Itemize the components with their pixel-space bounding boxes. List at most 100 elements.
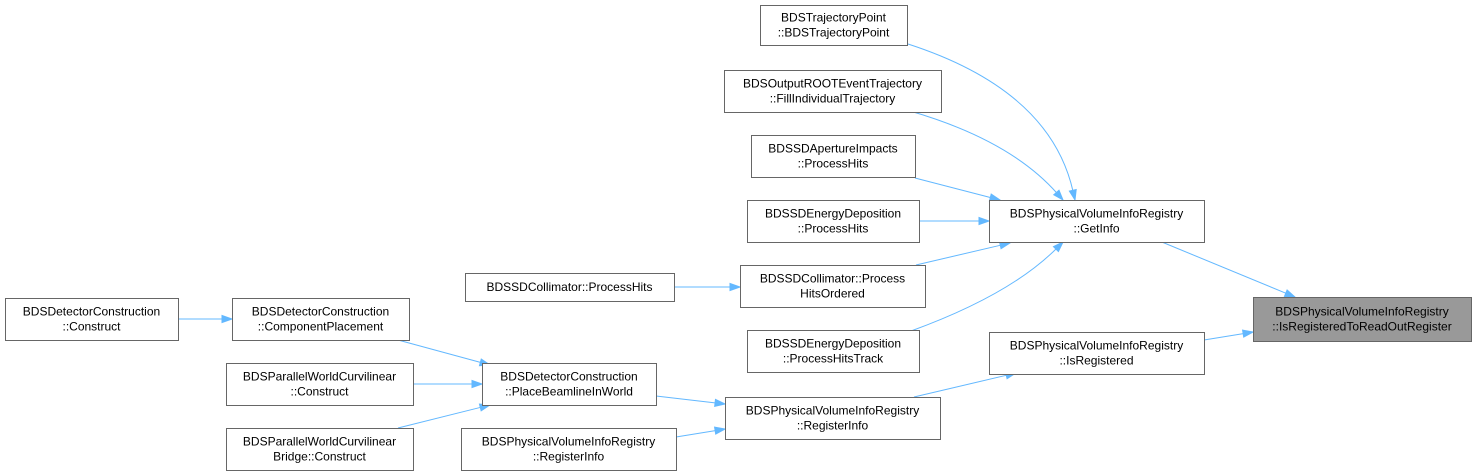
node-label-line: ::ProcessHits (798, 222, 869, 236)
node-place-beamline[interactable]: BDSDetectorConstruction::PlaceBeamlineIn… (482, 363, 657, 406)
node-get-info[interactable]: BDSPhysicalVolumeInfoRegistry::GetInfo (989, 200, 1205, 243)
node-label-line: BDSSDApertureImpacts (768, 142, 897, 156)
edge-is_registered-to-is_registered_to_readout (1203, 329, 1255, 341)
arrowhead-icon (1283, 289, 1297, 298)
node-component-placement[interactable]: BDSDetectorConstruction::ComponentPlacem… (232, 298, 410, 341)
node-label-line: BDSSDCollimator::ProcessHits (486, 280, 652, 294)
node-label-line: BDSOutputROOTEventTrajectory (743, 77, 922, 91)
node-energy-process-hits[interactable]: BDSSDEnergyDeposition::ProcessHits (747, 200, 920, 243)
arrowhead-icon (1052, 240, 1065, 253)
node-label-line: Bridge::Construct (273, 450, 366, 464)
node-energy-process-hits-track[interactable]: BDSSDEnergyDeposition::ProcessHitsTrack (747, 330, 920, 373)
edge-energy_process_hits_track-to-get_info (910, 240, 1065, 332)
arrowhead-icon (471, 379, 484, 389)
arrowhead-icon (1068, 188, 1077, 202)
node-box (461, 428, 677, 471)
edge-line (655, 395, 717, 404)
edge-component_placement-to-place_beamline (397, 339, 492, 367)
node-is-registered[interactable]: BDSPhysicalVolumeInfoRegistry::IsRegiste… (989, 332, 1205, 375)
arrowhead-icon (978, 216, 991, 226)
edge-line (914, 177, 992, 199)
node-register-info-left[interactable]: BDSPhysicalVolumeInfoRegistry::RegisterI… (461, 428, 677, 471)
node-detector-construct[interactable]: BDSDetectorConstruction::Construct (5, 298, 179, 341)
edge-line (907, 43, 1074, 192)
edge-aperture_process_hits-to-get_info (914, 177, 1002, 202)
call-edges (178, 43, 1297, 438)
node-label-line: BDSParallelWorldCurvilinear (243, 370, 396, 384)
node-label-line: BDSPhysicalVolumeInfoRegistry (1010, 339, 1183, 353)
node-label-line: ::ProcessHits (798, 157, 869, 171)
node-box (725, 397, 941, 440)
node-label-line: ::RegisterInfo (533, 450, 605, 464)
node-box (232, 298, 410, 341)
node-label-line: BDSDetectorConstruction (252, 305, 389, 319)
node-box (760, 5, 908, 46)
edge-fill_individual_trajectory-to-get_info (909, 110, 1065, 202)
node-box (226, 363, 414, 406)
edge-register_info_mid-to-is_registered (913, 371, 1018, 398)
node-label-line: ::IsRegisteredToReadOutRegister (1272, 320, 1451, 334)
edge-line (1156, 239, 1287, 295)
node-label-line: ::PlaceBeamlineInWorld (505, 385, 633, 399)
edge-detector_construct-to-component_placement (178, 314, 234, 324)
edge-register_info_left-to-register_info_mid (675, 426, 727, 438)
edge-line (909, 110, 1058, 194)
node-curvilinear-bridge-construct[interactable]: BDSParallelWorldCurvilinearBridge::Const… (226, 428, 414, 471)
arrowhead-icon (714, 398, 727, 407)
node-label-line: BDSTrajectoryPoint (781, 11, 887, 25)
node-label-line: BDSPhysicalVolumeInfoRegistry (482, 435, 655, 449)
edge-curvilinear_bridge_construct-to-place_beamline (397, 403, 492, 429)
node-box (751, 135, 916, 178)
node-label-line: BDSSDEnergyDeposition (765, 207, 901, 221)
node-aperture-process-hits[interactable]: BDSSDApertureImpacts::ProcessHits (751, 135, 916, 178)
node-box (747, 200, 920, 243)
arrowhead-icon (988, 193, 1002, 202)
node-register-info-mid[interactable]: BDSPhysicalVolumeInfoRegistry::RegisterI… (725, 397, 941, 440)
edge-place_beamline-to-register_info_mid (655, 395, 727, 407)
node-box (989, 332, 1205, 375)
node-label-line: ::FillIndividualTrajectory (770, 92, 896, 106)
node-label-line: ::ProcessHitsTrack (783, 352, 884, 366)
node-label-line: HitsOrdered (800, 287, 865, 301)
node-label-line: ::IsRegistered (1059, 354, 1133, 368)
node-label-line: ::BDSTrajectoryPoint (778, 26, 890, 40)
node-label-line: ::Construct (290, 385, 349, 399)
node-box (747, 330, 920, 373)
focus-node[interactable]: BDSPhysicalVolumeInfoRegistry::IsRegiste… (1253, 297, 1472, 342)
node-box (465, 273, 675, 302)
arrowhead-icon (713, 426, 727, 435)
edge-collimator_process_hits-to-collimator_hits_ordered (674, 282, 742, 292)
node-trajectory-point[interactable]: BDSTrajectoryPoint::BDSTrajectoryPoint (760, 5, 908, 46)
edge-energy_process_hits-to-get_info (919, 216, 991, 226)
arrowhead-icon (1052, 189, 1065, 202)
graph-nodes: BDSPhysicalVolumeInfoRegistry::IsRegiste… (5, 5, 1472, 471)
edge-line (913, 374, 1008, 398)
node-label-line: ::Construct (62, 320, 121, 334)
arrowhead-icon (221, 314, 234, 324)
edge-line (1203, 332, 1245, 341)
node-label-line: BDSPhysicalVolumeInfoRegistry (1010, 207, 1183, 221)
node-label-line: BDSPhysicalVolumeInfoRegistry (1275, 305, 1448, 319)
edge-get_info-to-is_registered_to_readout (1156, 239, 1297, 298)
node-label-line: ::GetInfo (1073, 222, 1119, 236)
edge-collimator_hits_ordered-to-get_info (915, 241, 1012, 266)
node-box (5, 298, 179, 341)
edge-line (675, 429, 717, 438)
node-box (1253, 297, 1472, 342)
node-label-line: BDSParallelWorldCurvilinear (243, 435, 396, 449)
node-curvilinear-construct[interactable]: BDSParallelWorldCurvilinear::Construct (226, 363, 414, 406)
node-fill-individual-trajectory[interactable]: BDSOutputROOTEventTrajectory::FillIndivi… (724, 70, 942, 113)
edge-line (915, 244, 1002, 266)
node-label-line: BDSSDEnergyDeposition (765, 337, 901, 351)
node-label-line: ::ComponentPlacement (258, 320, 384, 334)
node-label-line: ::RegisterInfo (797, 419, 869, 433)
node-box (724, 70, 942, 113)
node-box (989, 200, 1205, 243)
node-collimator-process-hits[interactable]: BDSSDCollimator::ProcessHits (465, 273, 675, 302)
edge-line (397, 406, 482, 429)
edge-curvilinear_construct-to-place_beamline (413, 379, 484, 389)
node-box (226, 428, 414, 471)
arrowhead-icon (729, 282, 742, 292)
edge-line (397, 339, 482, 364)
